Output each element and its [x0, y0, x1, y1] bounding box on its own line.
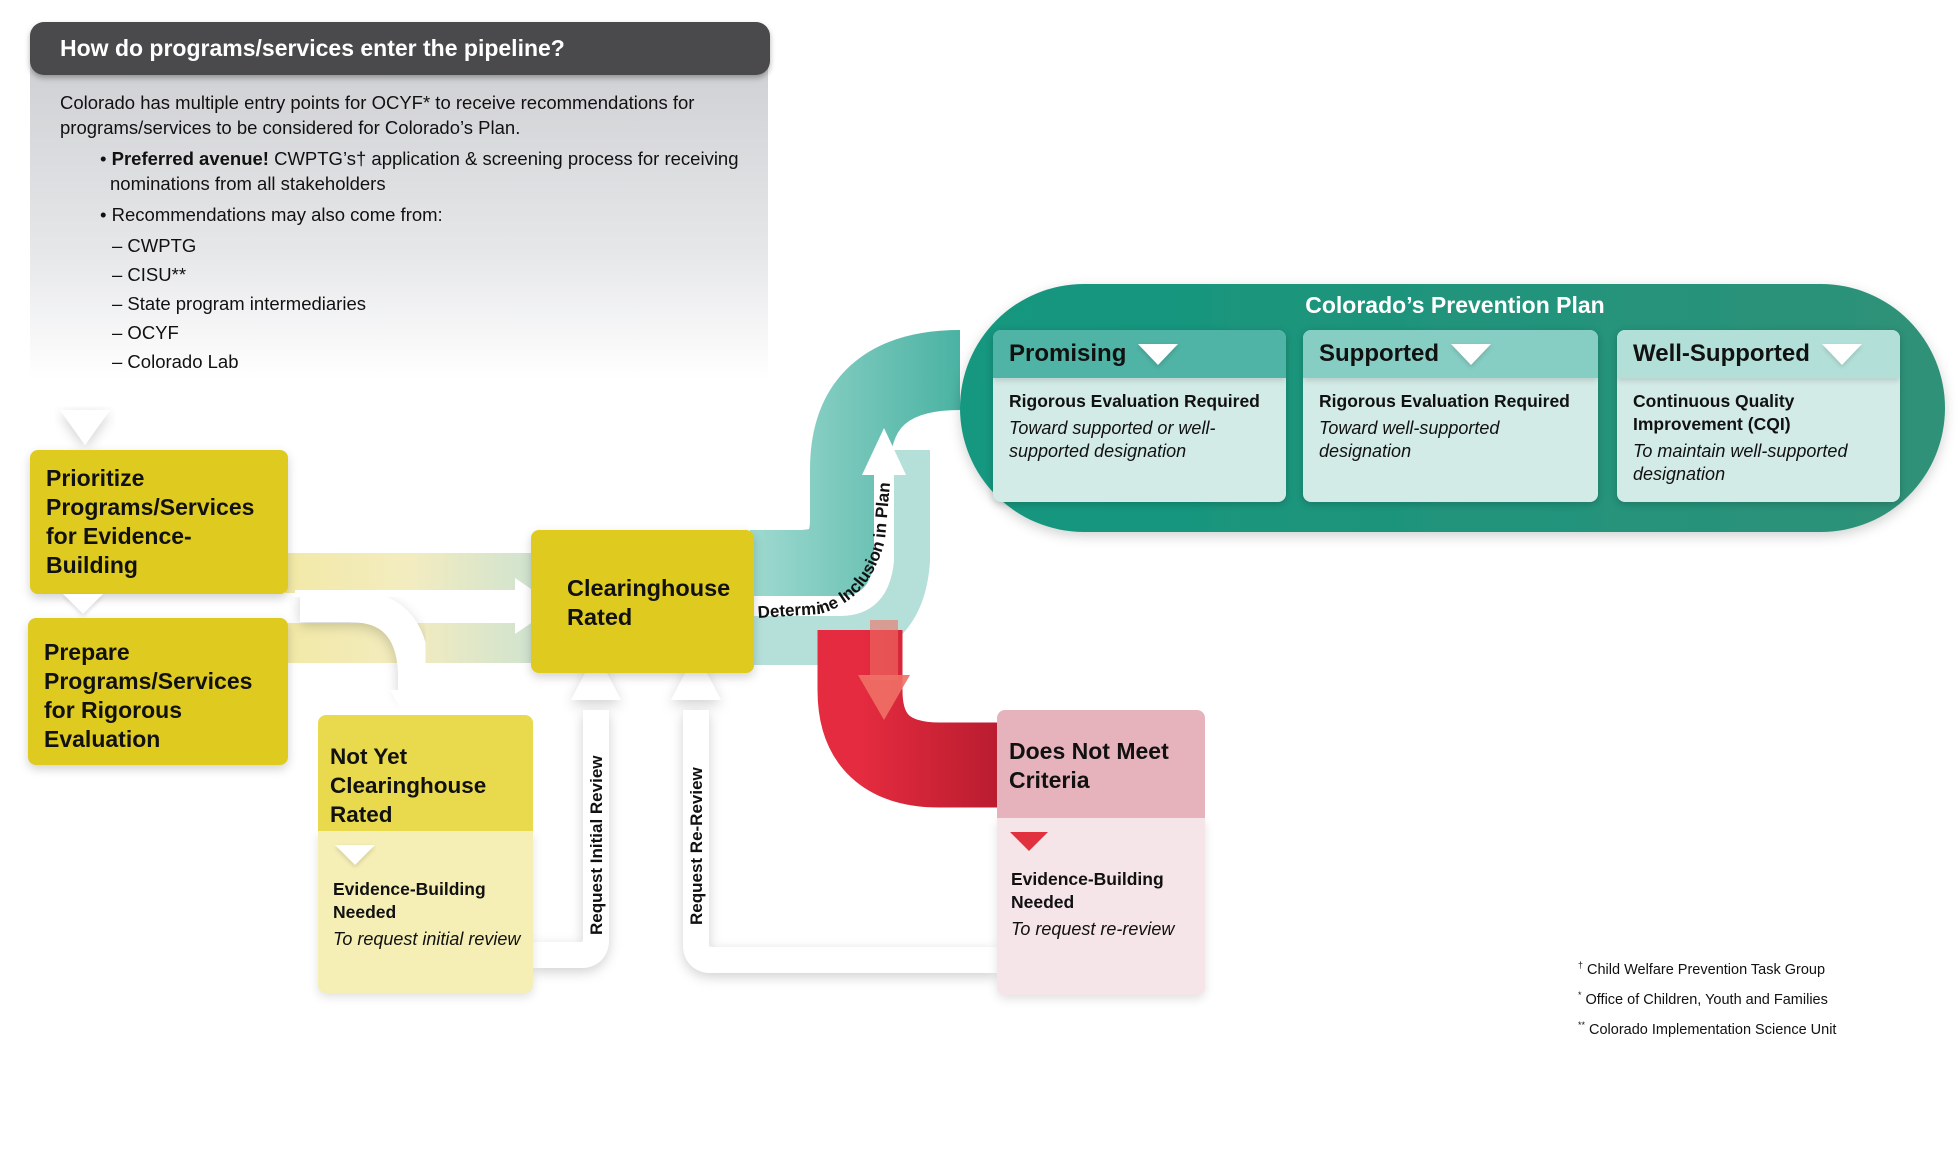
- clearinghouse-rated-box: Clearinghouse Rated: [531, 530, 754, 673]
- plan-card-supported: Supported Rigorous Evaluation Required T…: [1303, 330, 1598, 502]
- bullet-preferred-text: CWPTG’s† application & screening process…: [110, 148, 739, 194]
- footnote: †Child Welfare Prevention Task Group: [1578, 953, 1836, 983]
- not-yet-subtitle: Evidence-Building Needed: [333, 879, 486, 922]
- arrow-request-initial-review: [533, 652, 621, 968]
- footnotes: †Child Welfare Prevention Task Group *Of…: [1578, 953, 1836, 1043]
- card-label: Well-Supported: [1633, 340, 1810, 367]
- intro-title: How do programs/services enter the pipel…: [30, 22, 770, 75]
- down-arrow-icon: [1821, 343, 1862, 365]
- plan-card-well-supported: Well-Supported Continuous Quality Improv…: [1617, 330, 1900, 502]
- prioritize-box: Prioritize Programs/Services for Evidenc…: [30, 450, 288, 594]
- label-request-rereview: Request Re-Review: [687, 767, 706, 925]
- source-item: – Colorado Lab: [112, 351, 239, 372]
- bullet-recommendations-text: Recommendations may also come from:: [111, 204, 443, 225]
- bullet-recommendations: • Recommendations may also come from:: [100, 204, 443, 225]
- source-item: – State program intermediaries: [112, 293, 366, 314]
- arrow-to-does-not-meet: [858, 675, 910, 720]
- down-arrow-icon: [63, 594, 103, 614]
- card-note: To maintain well-supported designation: [1633, 441, 1848, 484]
- card-note: Toward supported or well-supported desig…: [1009, 418, 1216, 461]
- arrow-request-rereview: [671, 652, 997, 973]
- not-yet-rated-title: Not Yet Clearinghouse Rated: [318, 715, 533, 831]
- card-header: Supported: [1303, 330, 1598, 378]
- red-down-arrow-icon: [1010, 832, 1048, 851]
- footnote: *Office of Children, Youth and Families: [1578, 983, 1836, 1013]
- intro-panel: [30, 60, 768, 380]
- card-header: Well-Supported: [1617, 330, 1900, 378]
- bullet-preferred: • Preferred avenue! CWPTG’s† application…: [100, 148, 739, 194]
- band-does-not-meet: [817, 630, 1000, 808]
- card-body: Rigorous Evaluation Required Toward supp…: [993, 378, 1286, 463]
- source-item: – CISU**: [112, 264, 187, 285]
- plan-title: Colorado’s Prevention Plan: [1305, 292, 1605, 318]
- entry-arrow: [60, 388, 110, 445]
- card-label: Promising: [1009, 340, 1127, 367]
- down-arrow-icon: [1451, 343, 1491, 365]
- footnote-mark: †: [1578, 960, 1584, 970]
- card-header: Promising: [993, 330, 1286, 378]
- band-prioritize-to-clearinghouse: [285, 553, 535, 593]
- does-not-meet-title: Does Not Meet Criteria: [997, 710, 1205, 818]
- arrow-up-to-plan: [740, 428, 906, 616]
- card-note: Toward well-supported designation: [1319, 418, 1500, 461]
- label-request-initial-review: Request Initial Review: [587, 755, 606, 936]
- does-not-meet-note: To request re-review: [1011, 919, 1175, 939]
- card-subtitle: Rigorous Evaluation Required: [1319, 391, 1570, 411]
- card-body: Rigorous Evaluation Required Toward well…: [1303, 378, 1598, 463]
- down-arrow-icon: [1138, 343, 1179, 365]
- intro-paragraph: Colorado has multiple entry points for O…: [60, 92, 695, 138]
- plan-card-promising: Promising Rigorous Evaluation Required T…: [993, 330, 1286, 502]
- does-not-meet-subtitle: Evidence-Building Needed: [1011, 869, 1164, 912]
- card-subtitle: Rigorous Evaluation Required: [1009, 391, 1260, 411]
- footnote-text: Office of Children, Youth and Families: [1585, 992, 1828, 1008]
- band-determine-inclusion: [750, 330, 962, 610]
- down-arrow-icon: [335, 845, 375, 865]
- footnote: **Colorado Implementation Science Unit: [1578, 1013, 1836, 1043]
- footnote-text: Child Welfare Prevention Task Group: [1587, 962, 1826, 978]
- card-body: Continuous Quality Improvement (CQI) To …: [1617, 378, 1900, 486]
- card-label: Supported: [1319, 340, 1439, 367]
- intro-body: Colorado has multiple entry points for O…: [60, 90, 760, 374]
- footnote-mark: **: [1578, 1020, 1586, 1030]
- bullet-preferred-bold: Preferred avenue!: [111, 148, 269, 169]
- card-subtitle: Continuous Quality Improvement (CQI): [1633, 391, 1795, 434]
- footnote-text: Colorado Implementation Science Unit: [1589, 1022, 1837, 1038]
- footnote-mark: *: [1578, 990, 1582, 1000]
- arrow-to-not-yet: [300, 590, 430, 695]
- prepare-box: Prepare Programs/Services for Rigorous E…: [28, 618, 288, 765]
- not-yet-note: To request initial review: [333, 929, 521, 949]
- source-item: – CWPTG: [112, 235, 197, 256]
- source-item: – OCYF: [112, 322, 179, 343]
